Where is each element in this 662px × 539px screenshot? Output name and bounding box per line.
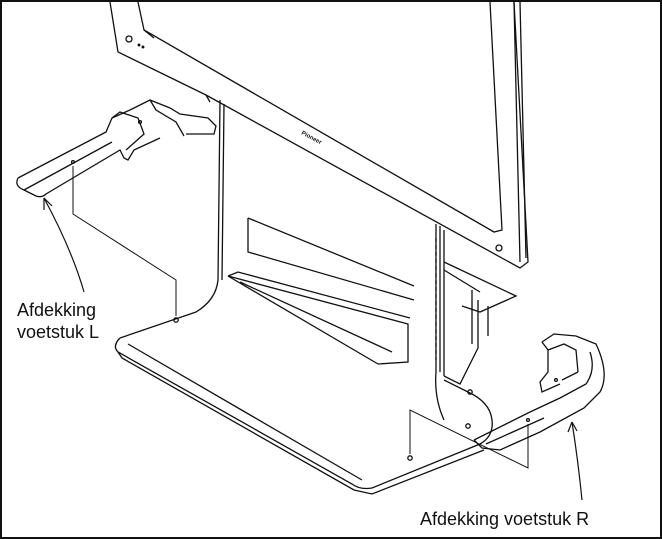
leader-line-left <box>43 197 85 293</box>
leader-line-right <box>571 421 583 501</box>
label-cover-right: Afdekking voetstuk R <box>420 509 590 529</box>
leader-arrows <box>43 197 583 501</box>
cover-left-part <box>16 99 217 198</box>
brand-logo: Pioneer <box>300 130 323 146</box>
plasma-display-panel <box>109 1 529 269</box>
label-cover-left-line2: voetstuk L <box>17 322 100 342</box>
label-cover-left-line1: Afdekking <box>17 300 97 320</box>
stand-base <box>114 99 518 495</box>
assembly-guide-lines <box>72 166 529 469</box>
arrowhead-right <box>567 421 578 433</box>
arrowhead-left <box>43 197 53 210</box>
cover-right-part <box>473 333 605 451</box>
